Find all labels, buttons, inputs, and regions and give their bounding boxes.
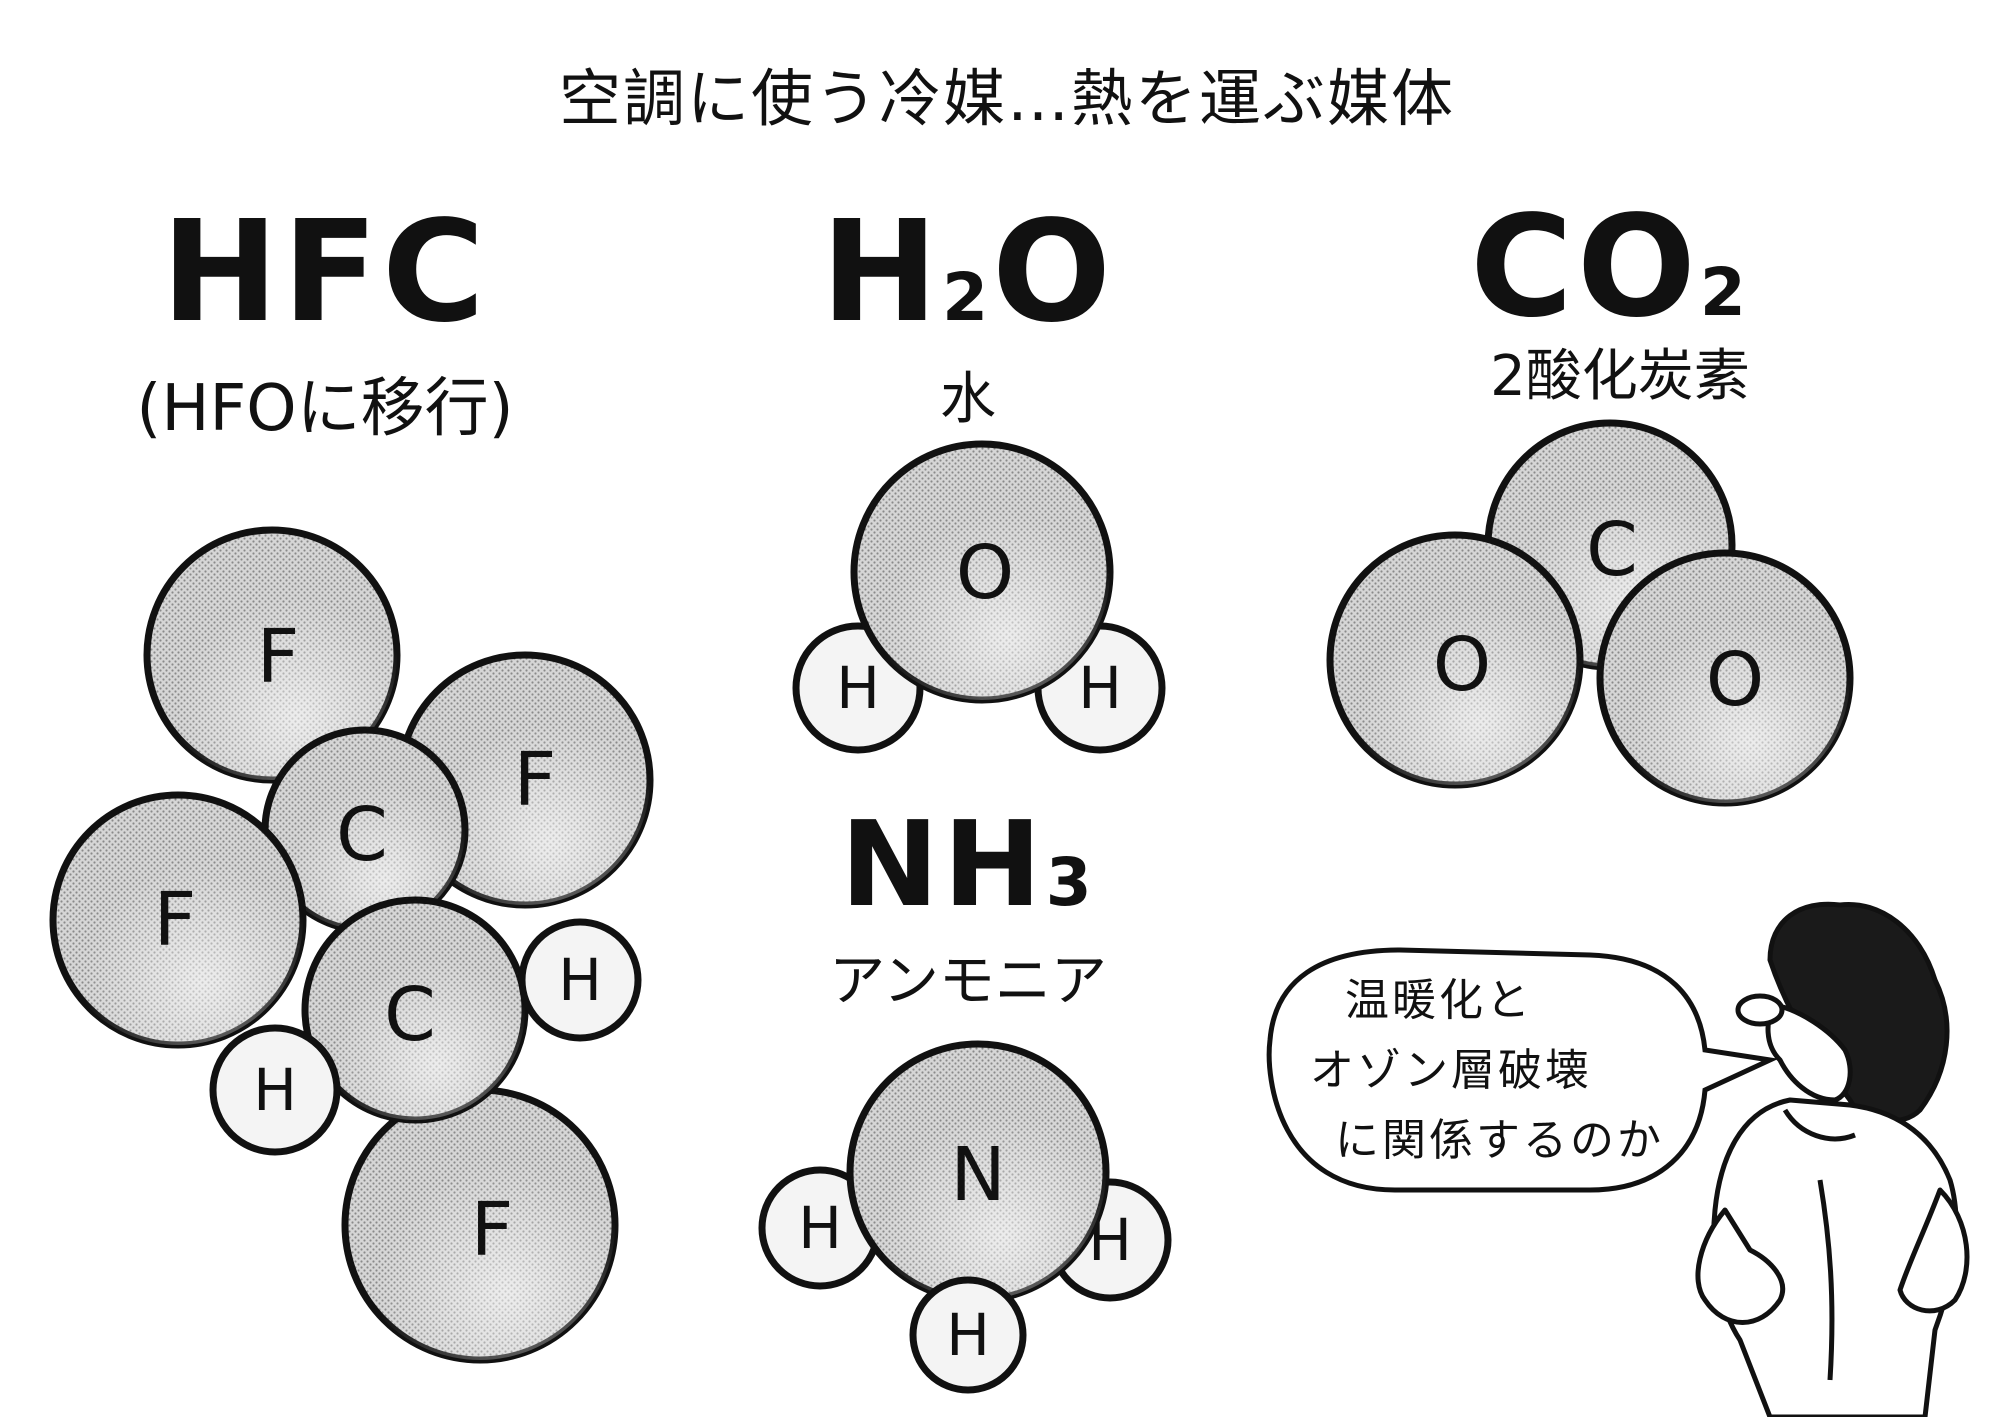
h2o-atom-h-1-label: H bbox=[836, 654, 880, 722]
nh3-atom-h-1: H bbox=[758, 1166, 882, 1290]
speech-bubble-shape bbox=[1266, 947, 1779, 1193]
character-mouth bbox=[1735, 993, 1785, 1027]
hfc-atom-h-1-label: H bbox=[558, 946, 602, 1014]
character-face bbox=[1765, 1002, 1853, 1103]
h2o-atom-h-2-label: H bbox=[1078, 654, 1122, 722]
h2o-section: H2O 水 H H O bbox=[792, 191, 1166, 754]
hfc-atom-c-1: C bbox=[261, 726, 469, 934]
h2o-atom-o: O bbox=[850, 440, 1114, 704]
hfc-atom-h-2-label: H bbox=[253, 1056, 297, 1124]
speech-bubble: 温暖化と オゾン層破壊 に関係するのか bbox=[1266, 947, 1779, 1193]
nh3-atom-n: N bbox=[846, 1040, 1110, 1304]
hfc-atom-c-2: C bbox=[301, 896, 529, 1124]
speech-line-2: オゾン層破壊 bbox=[1310, 1045, 1592, 1096]
nh3-atom-n-label: N bbox=[950, 1132, 1005, 1218]
co2-section: CO2 2酸化炭素 C O O bbox=[1326, 186, 1854, 807]
hfc-section: HFC (HFOに移行) F F C F bbox=[49, 191, 654, 1364]
co2-atom-c-label: C bbox=[1586, 507, 1638, 593]
co2-atom-o-1-label: O bbox=[1433, 622, 1491, 708]
hfc-atom-f-2-label: F bbox=[514, 737, 557, 823]
hfc-atom-h-2: H bbox=[209, 1024, 341, 1156]
page-title: 空調に使う冷媒…熱を運ぶ媒体 bbox=[559, 62, 1455, 135]
nh3-atom-h-3: H bbox=[909, 1276, 1027, 1394]
nh3-name: アンモニア bbox=[829, 949, 1107, 1014]
character-illustration bbox=[1695, 901, 1970, 1417]
character-collar bbox=[1782, 1108, 1856, 1142]
co2-atom-o-1: O bbox=[1326, 531, 1584, 789]
co2-formula: CO2 bbox=[1470, 186, 1750, 349]
hfc-atom-c-1-label: C bbox=[336, 792, 388, 878]
h2o-name: 水 bbox=[940, 367, 996, 432]
nh3-molecule: H H N H bbox=[758, 1040, 1172, 1394]
nh3-atom-h-3-label: H bbox=[946, 1301, 990, 1369]
hfc-atom-h-1: H bbox=[518, 918, 642, 1042]
co2-atom-o-2: O bbox=[1596, 549, 1854, 807]
nh3-formula: NH3 bbox=[840, 795, 1095, 933]
nh3-section: NH3 アンモニア H H N H bbox=[758, 795, 1172, 1394]
hfc-atom-f-4: F bbox=[341, 1086, 619, 1364]
h2o-atom-o-label: O bbox=[956, 530, 1014, 616]
hfc-formula: HFC bbox=[161, 191, 489, 354]
character-shirt-fold bbox=[1817, 1179, 1835, 1381]
h2o-molecule: H H O bbox=[792, 440, 1166, 754]
hfc-note: (HFOに移行) bbox=[136, 372, 513, 446]
hfc-atom-f-4-label: F bbox=[471, 1187, 514, 1273]
character-body bbox=[1711, 1097, 1959, 1417]
co2-atom-o-2-label: O bbox=[1706, 637, 1764, 723]
hfc-atom-c-2-label: C bbox=[384, 972, 436, 1058]
hfc-atom-f-3-label: F bbox=[154, 877, 197, 963]
hfc-molecule: F F C F F bbox=[49, 526, 654, 1364]
speech-line-1: 温暖化と bbox=[1345, 975, 1533, 1026]
hfc-atom-f-1-label: F bbox=[257, 614, 300, 700]
hfc-atom-f-3: F bbox=[49, 791, 307, 1049]
character-arm-right bbox=[1897, 1187, 1970, 1314]
co2-name: 2酸化炭素 bbox=[1490, 344, 1750, 409]
co2-molecule: C O O bbox=[1326, 419, 1854, 807]
h2o-formula: H2O bbox=[821, 191, 1115, 354]
speech-line-3: に関係するのか bbox=[1335, 1115, 1664, 1166]
nh3-atom-h-1-label: H bbox=[798, 1194, 842, 1262]
character-arm-left bbox=[1695, 1207, 1786, 1325]
hfc-atom-f-1: F bbox=[143, 526, 401, 784]
